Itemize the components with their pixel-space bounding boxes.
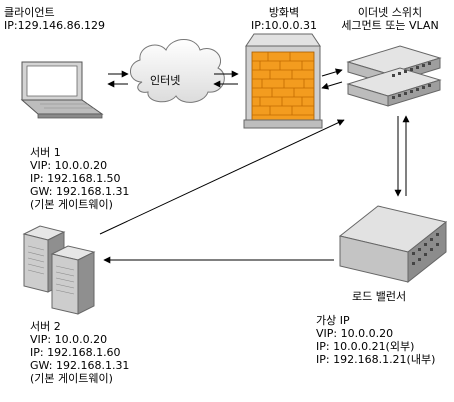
switch-icon (346, 45, 442, 107)
connection-arrows (99, 68, 410, 264)
client-ip: IP:129.146.86.129 (4, 19, 106, 32)
server1-title: 서버 1 (30, 146, 61, 159)
server2-gw: GW: 192.168.1.31 (30, 359, 130, 372)
server2-label: 서버 2 VIP: 10.0.0.20 IP: 192.168.1.60 GW:… (30, 320, 129, 385)
server2-ip: IP: 192.168.1.60 (30, 346, 121, 359)
lb-ip-external: IP: 10.0.0.21(외부) (316, 340, 415, 353)
switch-label: 이더넷 스위치 세그먼트 또는 VLAN (328, 6, 452, 32)
lb-virtual-ip: 가상 IP (316, 314, 350, 327)
server1-note: (기본 게이트웨이) (30, 198, 113, 211)
server2-vip: VIP: 10.0.0.20 (30, 333, 108, 346)
server1-gw: GW: 192.168.1.31 (30, 185, 130, 198)
switch-line1: 이더넷 스위치 (357, 6, 423, 19)
lb-ip-internal: IP: 192.168.1.21(내부) (316, 353, 436, 366)
firewall-icon (243, 33, 323, 129)
firewall-ip: IP:10.0.0.31 (250, 19, 318, 32)
firewall-label: 방화벽 IP:10.0.0.31 (244, 6, 324, 32)
servers-icon (22, 225, 96, 315)
firewall-title: 방화벽 (268, 6, 300, 19)
server2-title: 서버 2 (30, 320, 61, 333)
arrow-servers-to-switch (99, 119, 345, 235)
switch-line2: 세그먼트 또는 VLAN (341, 19, 439, 32)
server2-note: (기본 게이트웨이) (30, 372, 113, 385)
arrow-firewall-to-switch (321, 68, 343, 77)
server1-vip: VIP: 10.0.0.20 (30, 159, 108, 172)
load-balancer-title: 로드 밸런서 (352, 290, 407, 303)
load-balancer-details: 가상 IP VIP: 10.0.0.20 IP: 10.0.0.21(외부) I… (316, 314, 435, 366)
cloud-icon (130, 39, 225, 103)
server1-ip: IP: 192.168.1.50 (30, 172, 121, 185)
client-label: 클라이언트 IP:129.146.86.129 (4, 6, 105, 32)
laptop-icon (20, 61, 104, 119)
arrow-switch-to-firewall (321, 81, 343, 90)
server1-label: 서버 1 VIP: 10.0.0.20 IP: 192.168.1.50 GW:… (30, 146, 129, 211)
load-balancer-icon (338, 205, 448, 284)
internet-label: 인터넷 (150, 74, 181, 87)
client-title: 클라이언트 (4, 6, 55, 19)
lb-vip: VIP: 10.0.0.20 (316, 327, 394, 340)
